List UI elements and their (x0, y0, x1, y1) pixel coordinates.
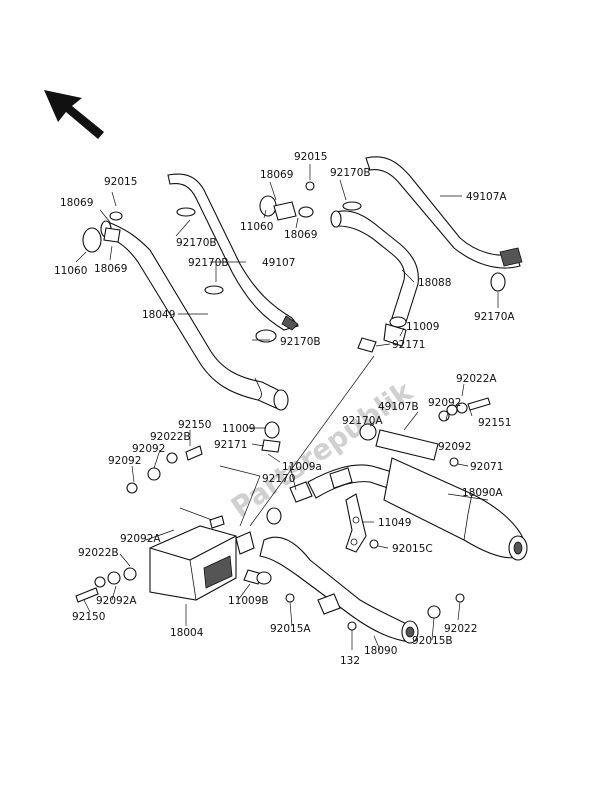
label-92171: 92171 (214, 439, 247, 451)
label-11009a: 11009a (282, 461, 322, 473)
heat-cover-49107A (365, 156, 523, 269)
heat-cover-49107B (375, 429, 439, 461)
label-92071: 92071 (470, 461, 503, 473)
label-18049: 18049 (142, 309, 175, 321)
chamber-18004 (149, 525, 255, 601)
label-92015A: 92015A (270, 623, 311, 635)
label-11060: 11060 (54, 265, 87, 277)
label-18090A: 18090A (462, 487, 503, 499)
bracket-11049 (345, 493, 367, 553)
heat-cover-49107 (167, 173, 299, 331)
label-92022: 92022 (444, 623, 477, 635)
label-92022B: 92022B (78, 547, 119, 559)
label-18090: 18090 (364, 645, 397, 657)
label-92092: 92092 (132, 443, 165, 455)
leader-lines (75, 164, 499, 651)
label-92170B: 92170B (280, 336, 321, 348)
label-92170A: 92170A (342, 415, 383, 427)
label-92092: 92092 (438, 441, 471, 453)
label-92015B: 92015B (412, 635, 453, 647)
label-92170B: 92170B (330, 167, 371, 179)
label-92015: 92015 (104, 176, 137, 188)
label-49107B: 49107B (378, 401, 419, 413)
muffler-18090 (259, 536, 419, 644)
label-49107: 49107 (262, 257, 295, 269)
label-18069: 18069 (94, 263, 127, 275)
label-11060: 11060 (240, 221, 273, 233)
fasteners (75, 181, 506, 631)
label-92151: 92151 (478, 417, 511, 429)
label-92022A: 92022A (456, 373, 497, 385)
label-92092: 92092 (428, 397, 461, 409)
arrow-upper-left-icon (44, 90, 104, 139)
label-92170B: 92170B (176, 237, 217, 249)
label-18088: 18088 (418, 277, 451, 289)
label-92092A: 92092A (120, 533, 161, 545)
label-92171: 92171 (392, 339, 425, 351)
label-18004: 18004 (170, 627, 204, 639)
label-18069: 18069 (260, 169, 293, 181)
callout-labels: 92015 18069 11060 18069 92170B 92170B 49… (54, 151, 515, 667)
label-92092A: 92092A (96, 595, 137, 607)
label-18069: 18069 (284, 229, 317, 241)
muffler-18090A (383, 457, 528, 561)
label-11049: 11049 (378, 517, 411, 529)
label-92170A: 92170A (474, 311, 515, 323)
label-49107A: 49107A (466, 191, 507, 203)
label-92092: 92092 (108, 455, 141, 467)
label-132: 132 (340, 655, 360, 667)
label-92170: 92170 (262, 473, 295, 485)
label-18069: 18069 (60, 197, 93, 209)
label-92015C: 92015C (392, 543, 433, 555)
label-11009B: 11009B (228, 595, 269, 607)
label-92022B: 92022B (150, 431, 191, 443)
label-11009: 11009 (222, 423, 255, 435)
head-pipe-18088 (330, 210, 419, 347)
label-11009: 11009 (406, 321, 439, 333)
head-pipe-18049 (100, 220, 289, 411)
label-92015: 92015 (294, 151, 327, 163)
label-92170B: 92170B (188, 257, 229, 269)
label-92150: 92150 (178, 419, 211, 431)
label-92150: 92150 (72, 611, 105, 623)
